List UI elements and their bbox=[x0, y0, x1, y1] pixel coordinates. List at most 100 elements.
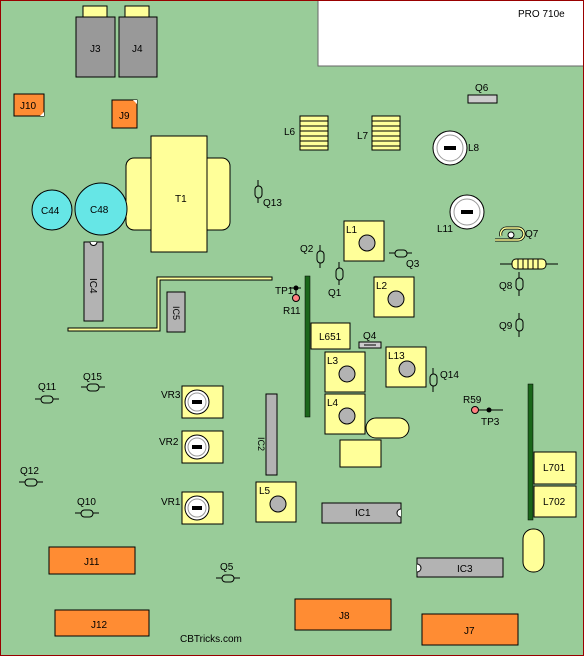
svg-text:Q1: Q1 bbox=[328, 288, 342, 299]
connector-j9: J9 bbox=[111, 99, 138, 129]
svg-text:L651: L651 bbox=[319, 332, 342, 343]
transistor-q2: Q2 bbox=[300, 244, 325, 268]
coil-l651: L651 bbox=[310, 322, 351, 350]
transistor-q9: Q9 bbox=[499, 313, 524, 337]
jack-j3: J3 bbox=[75, 5, 116, 78]
pcb-notch-outline bbox=[317, 1, 583, 67]
coil-l2: L2 bbox=[373, 276, 415, 318]
resistor-r59: R59 bbox=[463, 395, 503, 414]
svg-text:VR2: VR2 bbox=[159, 437, 179, 448]
svg-text:Q8: Q8 bbox=[499, 281, 513, 292]
coil-l4: L4 bbox=[324, 393, 366, 435]
capacitor-c44: C44 bbox=[31, 189, 73, 231]
oval-component bbox=[365, 417, 410, 439]
transistor-q6: Q6 bbox=[467, 83, 498, 104]
svg-text:J3: J3 bbox=[90, 44, 101, 55]
transistor-q5: Q5 bbox=[216, 562, 240, 583]
svg-text:TP1: TP1 bbox=[275, 286, 294, 297]
ic4-chip: IC4 bbox=[83, 241, 104, 322]
svg-text:L11: L11 bbox=[437, 224, 453, 235]
transistor-q8: Q8 bbox=[499, 272, 524, 296]
svg-text:IC2: IC2 bbox=[256, 437, 266, 451]
jack-j4: J4 bbox=[118, 5, 158, 78]
svg-text:L13: L13 bbox=[388, 351, 405, 362]
svg-text:Q2: Q2 bbox=[300, 244, 314, 255]
coil-l701: L701 bbox=[533, 451, 577, 485]
connector-j8: J8 bbox=[294, 598, 392, 631]
coil-l702: L702 bbox=[533, 485, 577, 518]
shield-bar-left bbox=[304, 275, 311, 418]
ic5-heatsink: IC5 bbox=[67, 276, 273, 333]
coil-l6: L6 bbox=[284, 115, 329, 151]
connector-j12: J12 bbox=[54, 609, 150, 637]
transistor-q13: Q13 bbox=[254, 180, 282, 209]
svg-text:R11: R11 bbox=[283, 306, 301, 317]
svg-text:L7: L7 bbox=[357, 131, 369, 142]
ic1-chip: IC1 bbox=[321, 502, 402, 524]
test-point-tp1: TP1 bbox=[275, 285, 301, 297]
oval-vertical-component bbox=[522, 528, 545, 573]
svg-text:Q5: Q5 bbox=[220, 562, 234, 573]
svg-text:Q6: Q6 bbox=[475, 83, 489, 94]
coil-l3: L3 bbox=[324, 351, 366, 393]
transistor-q12: Q12 bbox=[19, 466, 43, 487]
svg-text:L5: L5 bbox=[259, 486, 271, 497]
board-model-label: PRO 710e bbox=[518, 9, 565, 20]
svg-text:R59: R59 bbox=[463, 395, 482, 406]
resistor-r11: R11 bbox=[283, 294, 301, 317]
svg-text:VR1: VR1 bbox=[161, 497, 181, 508]
svg-text:IC3: IC3 bbox=[457, 564, 473, 575]
svg-text:Q10: Q10 bbox=[77, 497, 96, 508]
test-point-tp3: TP3 bbox=[481, 417, 500, 428]
svg-text:IC1: IC1 bbox=[355, 508, 371, 519]
svg-text:L8: L8 bbox=[468, 143, 480, 154]
transistor-q14: Q14 bbox=[429, 368, 459, 392]
svg-text:Q13: Q13 bbox=[263, 198, 282, 209]
svg-text:Q9: Q9 bbox=[499, 321, 513, 332]
transistor-q4: Q4 bbox=[358, 331, 382, 349]
transistor-q1: Q1 bbox=[328, 262, 344, 299]
svg-text:Q7: Q7 bbox=[525, 229, 539, 240]
capacitor-c48: C48 bbox=[74, 182, 128, 236]
svg-text:VR3: VR3 bbox=[161, 390, 181, 401]
svg-text:Q14: Q14 bbox=[440, 370, 459, 381]
transformer-t1: T1 bbox=[125, 135, 231, 253]
svg-text:L6: L6 bbox=[284, 127, 296, 138]
transistor-q15: Q15 bbox=[81, 372, 105, 392]
connector-j10: J10 bbox=[13, 93, 45, 117]
svg-text:Q4: Q4 bbox=[363, 331, 377, 342]
resistor-horizontal bbox=[500, 258, 558, 270]
svg-text:J4: J4 bbox=[132, 44, 143, 55]
svg-text:Q12: Q12 bbox=[20, 466, 39, 477]
coil-l1: L1 bbox=[343, 220, 385, 262]
potentiometer-vr2: VR2 bbox=[159, 430, 224, 464]
svg-text:TP3: TP3 bbox=[481, 417, 500, 428]
transistor-q7: Q7 bbox=[495, 226, 539, 242]
coil-l5: L5 bbox=[255, 481, 297, 523]
transistor-q3: Q3 bbox=[389, 249, 420, 270]
svg-text:L702: L702 bbox=[543, 497, 566, 508]
credit-label: CBTricks.com bbox=[180, 634, 242, 645]
svg-text:L701: L701 bbox=[543, 463, 566, 474]
connector-j11: J11 bbox=[48, 546, 136, 575]
transistor-q11: Q11 bbox=[35, 382, 59, 404]
coil-l8: L8 bbox=[432, 130, 480, 166]
svg-text:L2: L2 bbox=[376, 281, 388, 292]
coil-l7: L7 bbox=[357, 115, 401, 151]
ic3-chip: IC3 bbox=[416, 557, 504, 578]
coil-l11: L11 bbox=[437, 194, 485, 235]
svg-text:J10: J10 bbox=[20, 101, 37, 112]
svg-text:J12: J12 bbox=[91, 620, 108, 631]
svg-text:J8: J8 bbox=[339, 611, 350, 622]
svg-text:C48: C48 bbox=[90, 205, 109, 216]
shield-bar-right bbox=[527, 383, 534, 521]
potentiometer-vr1: VR1 bbox=[161, 491, 224, 525]
ic2-chip: IC2 bbox=[256, 393, 278, 476]
svg-text:L3: L3 bbox=[327, 356, 339, 367]
svg-text:L1: L1 bbox=[346, 225, 358, 236]
svg-text:IC4: IC4 bbox=[87, 278, 98, 294]
svg-text:T1: T1 bbox=[175, 194, 187, 205]
coil-l13: L13 bbox=[385, 346, 427, 388]
svg-text:C44: C44 bbox=[41, 206, 60, 217]
